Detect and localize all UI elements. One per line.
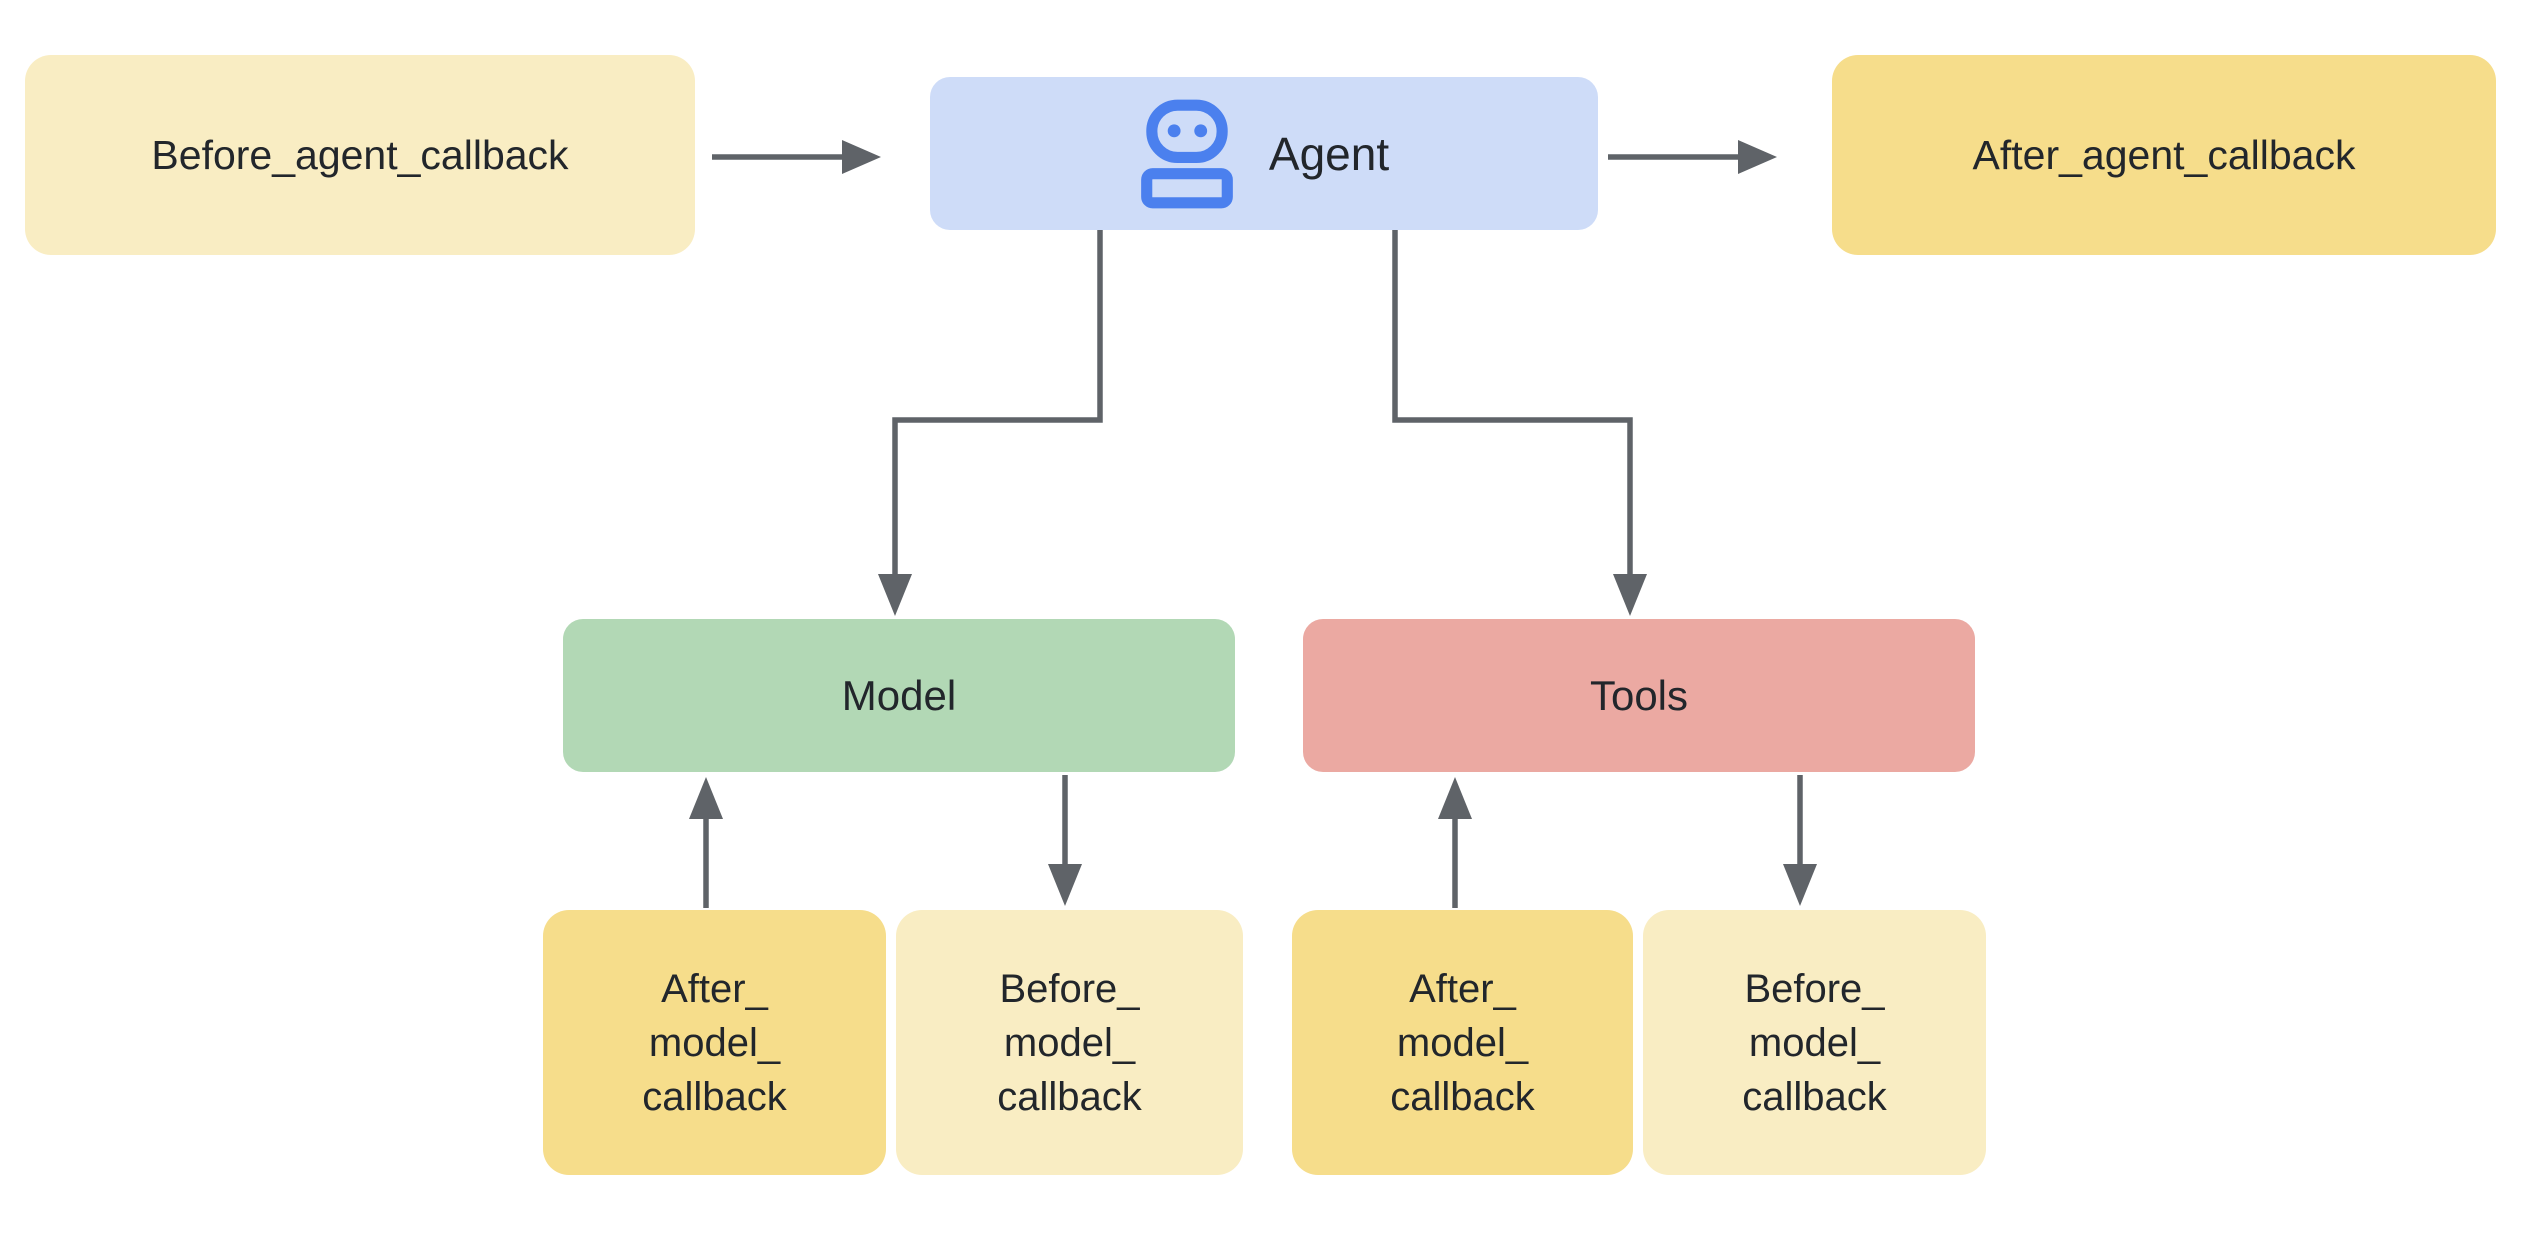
arrow-agent-to-tools [1392, 230, 1647, 616]
node-before-agent-callback: Before_agent_callback [25, 55, 695, 255]
node-label: Before_ model_ callback [997, 966, 1142, 1119]
arrow-after-model-to-tools [1438, 777, 1472, 908]
node-label: Agent [1268, 127, 1390, 180]
node-after-model-callback-right: After_ model_ callback [1292, 910, 1633, 1175]
arrow-before-agent-to-agent [712, 140, 881, 174]
robot-icon [1141, 99, 1233, 208]
node-label: After_agent_callback [1972, 131, 2356, 178]
node-label: After_ model_ callback [642, 966, 787, 1119]
node-after-model-callback-left: After_ model_ callback [543, 910, 886, 1175]
arrow-after-model-to-model [689, 777, 723, 908]
node-label: Before_agent_callback [151, 131, 569, 178]
node-label: Before_ model_ callback [1742, 966, 1887, 1119]
arrow-tools-to-before-model [1783, 775, 1817, 906]
node-label: Model [841, 671, 957, 719]
arrow-agent-to-model [878, 230, 1103, 616]
node-model: Model [563, 619, 1235, 772]
node-label: After_ model_ callback [1390, 966, 1535, 1119]
node-before-model-callback-right: Before_ model_ callback [1643, 910, 1986, 1175]
arrow-agent-to-after-agent [1608, 140, 1777, 174]
node-after-agent-callback: After_agent_callback [1832, 55, 2496, 255]
node-label: Tools [1589, 671, 1689, 719]
node-before-model-callback-left: Before_ model_ callback [896, 910, 1243, 1175]
node-tools: Tools [1303, 619, 1975, 772]
arrow-model-to-before-model [1048, 775, 1082, 906]
node-agent: Agent [930, 77, 1598, 230]
